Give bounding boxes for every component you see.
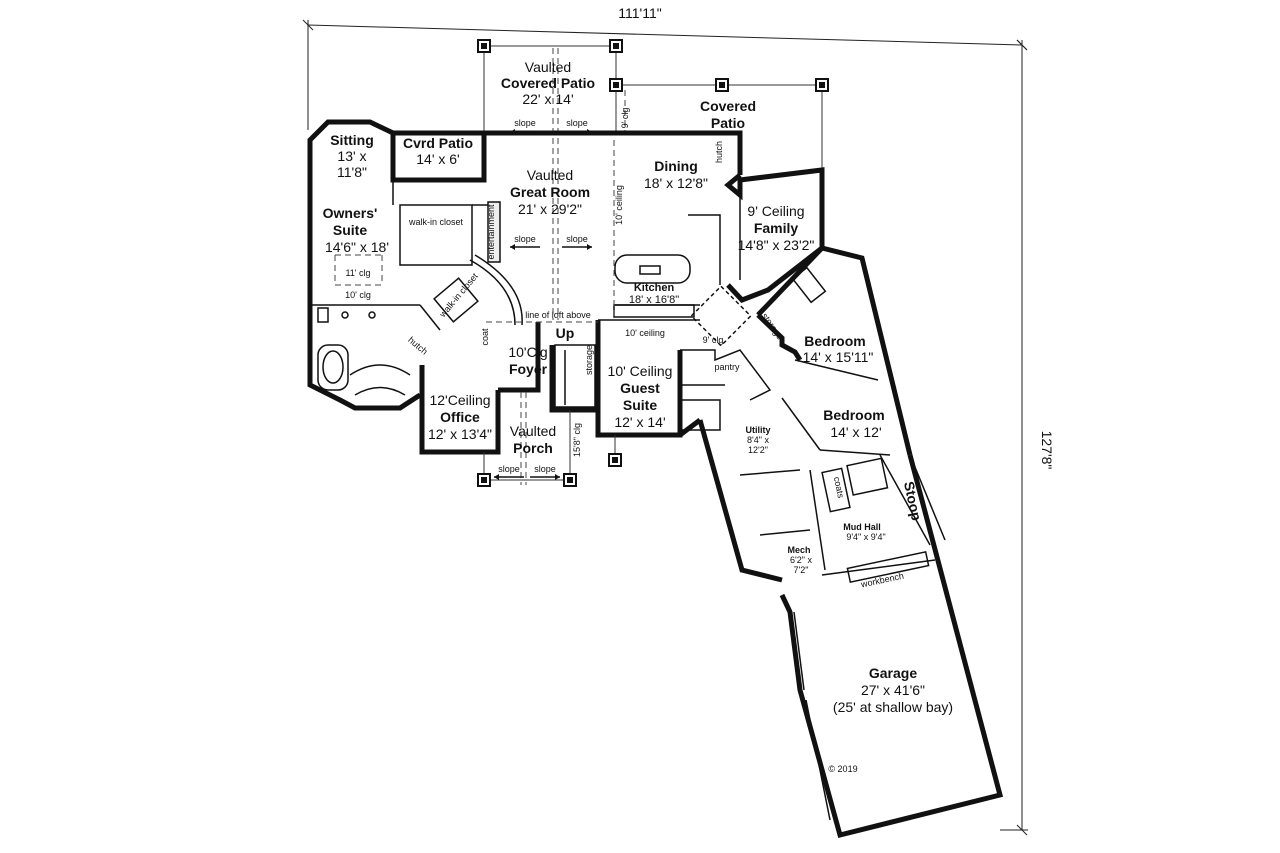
utility-size1: 8'4" x <box>747 435 769 445</box>
guest-suite-size: 12' x 14' <box>614 414 665 430</box>
garage-name: Garage <box>869 665 917 681</box>
interior-walls <box>310 180 946 584</box>
guest-suite-line1: Guest <box>620 380 660 396</box>
kitchen-size: 18' x 16'8" <box>629 294 679 306</box>
guest-suite-line2: Suite <box>623 397 657 413</box>
slope-note-5: slope <box>498 464 520 474</box>
porch-line2: Porch <box>513 440 553 456</box>
stoop-name: Stoop <box>901 480 925 522</box>
slope-note-3: slope <box>514 234 536 244</box>
sitting-size1: 13' x <box>337 148 366 164</box>
utility-name: Utility <box>745 425 770 435</box>
nine-clg-note: 9' clg <box>620 108 630 129</box>
great-room-size: 21' x 29'2" <box>518 201 582 217</box>
mech-size2: 7'2" <box>794 565 809 575</box>
ceiling-lines <box>334 140 752 347</box>
slope-note-4: slope <box>566 234 588 244</box>
owners-suite-clg-outer: 10' clg <box>345 290 371 300</box>
garage-size: 27' x 41'6" <box>861 682 925 698</box>
garage-door-lines <box>789 611 831 821</box>
overall-width-label: 111'11" <box>618 5 661 21</box>
family-ceiling: 9' Ceiling <box>747 203 804 219</box>
nine-clg-2-note: 9' clg <box>703 335 724 345</box>
cvrd-patio-name: Cvrd Patio <box>403 135 473 151</box>
walk-in-closet-note: walk-in closet <box>408 217 464 227</box>
coats-note: coats <box>832 476 846 500</box>
porch-line1: Vaulted <box>510 423 556 439</box>
owners-suite-line2: Suite <box>333 222 367 238</box>
guest-suite-ceiling: 10' Ceiling <box>608 363 673 379</box>
vaulted-covered-patio-line2: Covered Patio <box>501 75 595 91</box>
bedroom1-name: Bedroom <box>804 333 865 349</box>
garage-note: (25' at shallow bay) <box>833 699 953 715</box>
family-size: 14'8" x 23'2" <box>738 237 815 253</box>
bedroom2-size: 14' x 12' <box>830 424 881 440</box>
slope-note-1: slope <box>514 118 536 128</box>
covered-patio-line1: Covered <box>700 98 756 114</box>
dining-name: Dining <box>654 158 698 174</box>
great-room-line2: Great Room <box>510 184 590 200</box>
overall-width-dimension <box>302 19 1028 130</box>
office-ceiling: 12'Ceiling <box>429 392 490 408</box>
owners-suite-line1: Owners' <box>323 205 378 221</box>
great-room-line1: Vaulted <box>527 167 573 183</box>
entertainment-note: entertainment <box>486 204 496 260</box>
vaulted-covered-patio-size: 22' x 14' <box>522 91 573 107</box>
kitchen-name: Kitchen <box>634 282 675 294</box>
owners-suite-clg-inner: 11' clg <box>345 268 370 278</box>
pantry-note: pantry <box>714 362 740 372</box>
mech-size1: 6'2" x <box>790 555 812 565</box>
office-name: Office <box>440 409 480 425</box>
overall-depth-label: 127'8" <box>1039 431 1055 470</box>
owners-bath-fixtures <box>317 307 411 396</box>
fifteen-clg-note: 15'8" clg <box>572 423 582 457</box>
sitting-name: Sitting <box>330 132 374 148</box>
mud-hall-size: 9'4" x 9'4" <box>846 532 885 542</box>
workbench-note: workbench <box>859 571 905 590</box>
foyer-name: Foyer <box>509 361 548 377</box>
copyright-note: © 2019 <box>828 764 857 774</box>
vaulted-covered-patio-line1: Vaulted <box>525 59 571 75</box>
loft-line-note: line of loft above <box>525 310 591 320</box>
exterior-walls <box>307 119 1004 839</box>
storage-2-note: storage <box>760 311 785 341</box>
mech-name: Mech <box>787 545 810 555</box>
owners-suite-size: 14'6" x 18' <box>325 239 389 255</box>
hutch-2-note: hutch <box>406 335 429 357</box>
foyer-up: Up <box>556 325 575 341</box>
utility-size2: 12'2" <box>748 445 768 455</box>
porch-structure <box>477 392 622 487</box>
foyer-ceiling: 10'Clg <box>508 344 547 360</box>
sitting-size2: 11'8" <box>337 164 367 180</box>
patio-structure <box>483 45 823 320</box>
mud-hall-name: Mud Hall <box>843 522 881 532</box>
slope-note-6: slope <box>534 464 556 474</box>
coat-note: coat <box>480 328 490 346</box>
overall-depth-dimension <box>1000 39 1028 836</box>
ten-ceiling-hall-note: 10' ceiling <box>625 328 665 338</box>
slope-arrow <box>494 129 592 480</box>
storage-note: storage <box>584 345 594 375</box>
patio-post <box>477 39 829 92</box>
ten-ceiling-vertical-note: 10' ceiling <box>614 185 624 225</box>
hutch-note: hutch <box>714 141 724 163</box>
bedroom2-name: Bedroom <box>823 407 884 423</box>
family-name: Family <box>754 220 799 236</box>
covered-patio-line2: Patio <box>711 115 745 131</box>
office-size: 12' x 13'4" <box>428 426 492 442</box>
dining-size: 18' x 12'8" <box>644 175 708 191</box>
slope-note-2: slope <box>566 118 588 128</box>
bedroom1-size: 14' x 15'11" <box>803 349 874 365</box>
cvrd-patio-size: 14' x 6' <box>416 151 459 167</box>
